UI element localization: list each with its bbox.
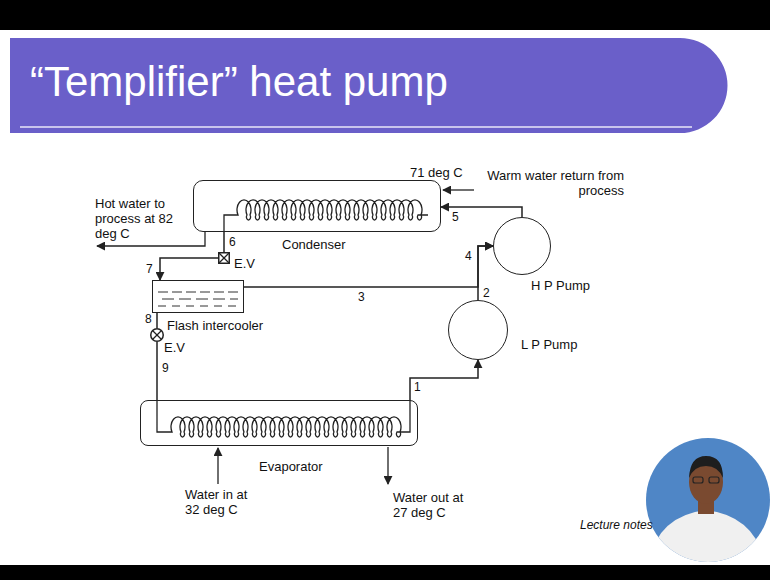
- valve-cross: [219, 253, 229, 263]
- temperature-label: 71 deg C: [410, 165, 463, 180]
- node-label: Flash intercooler: [167, 318, 263, 333]
- water-label: Water out at 27 deg C: [393, 490, 477, 520]
- state-number: 3: [358, 291, 365, 304]
- condenser-box: Condenser: [193, 180, 441, 232]
- expansion-valve: E.V: [150, 328, 164, 342]
- node-label: H P Pump: [531, 278, 590, 293]
- valve-symbol: [218, 252, 230, 264]
- node-label: E.V: [234, 256, 255, 271]
- hair: [689, 456, 723, 478]
- refrigerant-line: [410, 360, 478, 400]
- flash-liquid: [158, 292, 240, 306]
- state-number: 2: [483, 287, 490, 300]
- evaporator-box: Evaporator: [140, 400, 418, 446]
- state-number: 8: [145, 313, 152, 326]
- valve-cross: [219, 253, 229, 263]
- valve-cross: [153, 331, 162, 340]
- condenser-coil: [224, 200, 428, 232]
- refrigerant-line: [156, 342, 158, 400]
- state-number: 1: [414, 381, 421, 394]
- watermark: Lecture notes: [580, 518, 653, 533]
- valve-symbol: [150, 328, 164, 342]
- liquid-line: [158, 306, 240, 307]
- bottom-bar: [0, 565, 770, 580]
- glasses: [693, 477, 703, 483]
- node-label: E.V: [164, 340, 185, 355]
- lp-pump: L P Pump: [448, 300, 508, 360]
- flash-intercooler: Flash intercooler: [152, 280, 244, 313]
- state-number: 7: [146, 263, 153, 276]
- valve-outline: [219, 253, 230, 264]
- water-label: Hot water to process at 82 deg C: [95, 196, 181, 241]
- evaporator-coil: [157, 400, 410, 437]
- refrigerant-line: [160, 258, 218, 280]
- water-label: Water in at 32 deg C: [185, 487, 265, 517]
- water-line: [217, 448, 218, 484]
- water-line: [443, 189, 474, 190]
- shirt: [648, 510, 766, 566]
- refrigerant-line: [223, 232, 225, 252]
- slide-title: “Templifier” heat pump: [30, 58, 448, 106]
- presenter: [648, 456, 766, 566]
- expansion-valve: E.V: [218, 252, 230, 264]
- refrigerant-line: [156, 313, 158, 328]
- state-number: 6: [229, 236, 236, 249]
- valve-cross: [153, 331, 162, 340]
- water-line: [387, 447, 388, 484]
- liquid-line: [158, 292, 240, 293]
- state-number: 5: [452, 211, 459, 224]
- refrigerant-line: [244, 246, 493, 287]
- node-label: L P Pump: [521, 337, 577, 352]
- water-label: Warm water return from process: [478, 168, 624, 198]
- top-bar: [0, 0, 770, 30]
- title-banner: [10, 38, 728, 133]
- valve-outline: [151, 329, 164, 342]
- state-number: 4: [465, 250, 472, 263]
- liquid-line: [162, 299, 238, 300]
- node-label: Condenser: [282, 237, 346, 252]
- banner-rule: [20, 126, 692, 128]
- glasses: [709, 477, 719, 483]
- hp-pump: H P Pump: [493, 217, 551, 275]
- presenter-video: [644, 436, 770, 566]
- node-label: Evaporator: [259, 459, 323, 474]
- state-number: 9: [162, 362, 169, 375]
- refrigerant-line: [478, 246, 493, 300]
